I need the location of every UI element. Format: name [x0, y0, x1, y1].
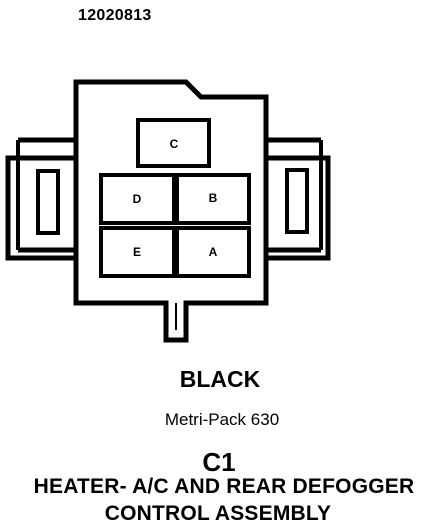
connector-housing — [73, 79, 269, 343]
connector-id: C1 — [202, 447, 236, 477]
pin-label-d: D — [133, 192, 142, 206]
cavity-c — [136, 118, 211, 168]
pin-label-c: C — [170, 137, 179, 151]
cavity-e — [99, 226, 176, 278]
pin-label-b: B — [209, 191, 218, 205]
cavity-d — [99, 173, 176, 225]
connector-description-line1: HEATER- A/C AND REAR DEFOGGER — [33, 475, 415, 498]
pin-label-e: E — [133, 245, 141, 259]
cavity-a — [175, 226, 251, 278]
part-number: 12020813 — [78, 7, 152, 24]
left-latch — [5, 137, 79, 261]
right-latch — [263, 137, 331, 261]
cavity-b — [175, 173, 251, 225]
connector-face-diagram: C D B E A — [5, 79, 331, 343]
pin-label-a: A — [209, 245, 218, 259]
connector-description-line2: CONTROL ASSEMBLY — [104, 502, 332, 525]
connector-color: BLACK — [179, 366, 261, 392]
connector-family: Metri-Pack 630 — [164, 410, 280, 429]
